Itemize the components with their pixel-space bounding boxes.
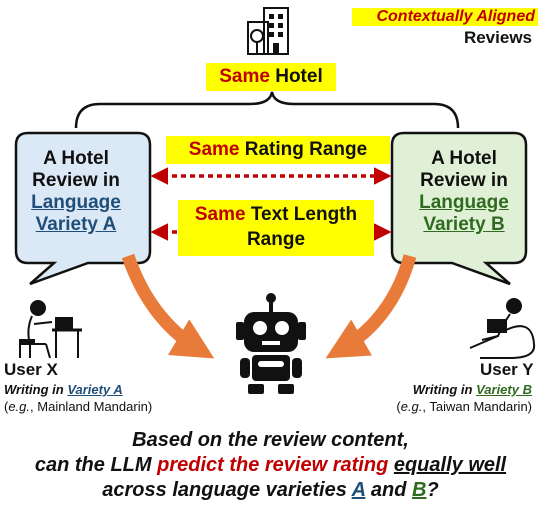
user-x-variety-word: Variety	[67, 382, 111, 397]
question-line3: across language varieties A and B?	[0, 478, 541, 503]
user-x-writing: Writing in Variety A	[4, 382, 123, 397]
user-y-name: User Y	[480, 360, 534, 379]
legend-title: Contextually Aligned	[352, 8, 538, 26]
question-line2: can the LLM predict the review rating eq…	[0, 453, 541, 478]
question-line2-start: can the LLM	[34, 454, 158, 476]
question-predict: predict the review rating	[157, 454, 389, 476]
question-letter-b: B	[412, 479, 427, 501]
user-y-example: (e.g., Taiwan Mandarin)	[360, 399, 532, 414]
question-mark: ?	[426, 479, 439, 501]
user-at-desk-icon	[19, 300, 82, 359]
user-y-variety-word: Variety	[476, 382, 519, 397]
left-orange-arrow	[121, 253, 215, 359]
left-review-line2: Review in	[32, 170, 120, 191]
user-x-example-eg: e.g.	[8, 399, 31, 414]
question-line3-start: across language varieties	[102, 479, 352, 501]
hotel-word: Hotel	[269, 66, 323, 87]
user-y-variety-letter: B	[522, 382, 532, 397]
user-y-example-eg: e.g.	[400, 399, 423, 414]
length-text-word: Text Length	[245, 204, 358, 225]
right-review-line4: Variety B	[404, 214, 524, 236]
same-word: Same	[219, 66, 270, 87]
user-x-example: (e.g., Mainland Mandarin)	[4, 399, 152, 414]
left-review-line4: Variety A	[16, 214, 136, 236]
left-review-text: A Hotel Review in Language Variety A	[16, 148, 136, 236]
left-review-line3: Language	[31, 192, 121, 213]
question-line1: Based on the review content,	[132, 429, 409, 451]
research-question: Based on the review content, can the LLM…	[0, 428, 541, 503]
right-orange-arrow	[325, 254, 417, 359]
right-review-line3: Language	[419, 192, 509, 213]
user-x-variety-letter: A	[113, 382, 123, 397]
user-y-variety: Variety B	[476, 382, 532, 397]
rating-range-label: Same Rating Range	[166, 136, 390, 164]
right-review-line1: A Hotel	[431, 148, 497, 169]
user-on-beanbag-icon	[469, 298, 536, 359]
right-review-line2: Review in	[420, 170, 508, 191]
left-variety-letter: A	[102, 214, 117, 235]
length-range-line1: Same Text Length	[178, 202, 374, 227]
left-variety-word: Variety	[35, 214, 98, 235]
right-variety-word: Variety	[423, 214, 486, 235]
rating-range-word: Rating Range	[239, 139, 368, 160]
question-letter-a: A	[351, 479, 366, 501]
user-y-example-open: (	[396, 399, 401, 414]
user-x-example-rest: , Mainland Mandarin)	[30, 399, 153, 414]
right-review-text: A Hotel Review in Language Variety B	[404, 148, 524, 236]
user-x-writing-prefix: Writing in	[4, 382, 68, 397]
length-same-word: Same	[194, 204, 246, 225]
rating-same-word: Same	[188, 139, 240, 160]
hotel-brace	[74, 91, 460, 129]
user-x-example-open: (	[4, 399, 9, 414]
legend-subtitle: Reviews	[463, 28, 532, 47]
left-review-bubble	[14, 131, 152, 286]
user-y-writing: Writing in Variety B	[380, 382, 532, 397]
user-y-example-rest: , Taiwan Mandarin)	[422, 399, 532, 414]
same-hotel-label: Same Hotel	[206, 63, 336, 91]
robot-icon	[236, 293, 306, 394]
user-x-name: User X	[4, 360, 58, 379]
hotel-building-icon	[247, 7, 289, 55]
right-variety-letter: B	[490, 214, 505, 235]
question-equally-well: equally well	[393, 454, 507, 476]
length-range-line2: Range	[246, 229, 306, 250]
length-range-label: Same Text Length Range	[178, 200, 374, 256]
left-review-line1: A Hotel	[43, 148, 109, 169]
right-review-bubble	[390, 131, 528, 286]
user-y-writing-prefix: Writing in	[412, 382, 477, 397]
question-and: and	[365, 479, 413, 501]
user-x-variety: Variety A	[67, 382, 122, 397]
